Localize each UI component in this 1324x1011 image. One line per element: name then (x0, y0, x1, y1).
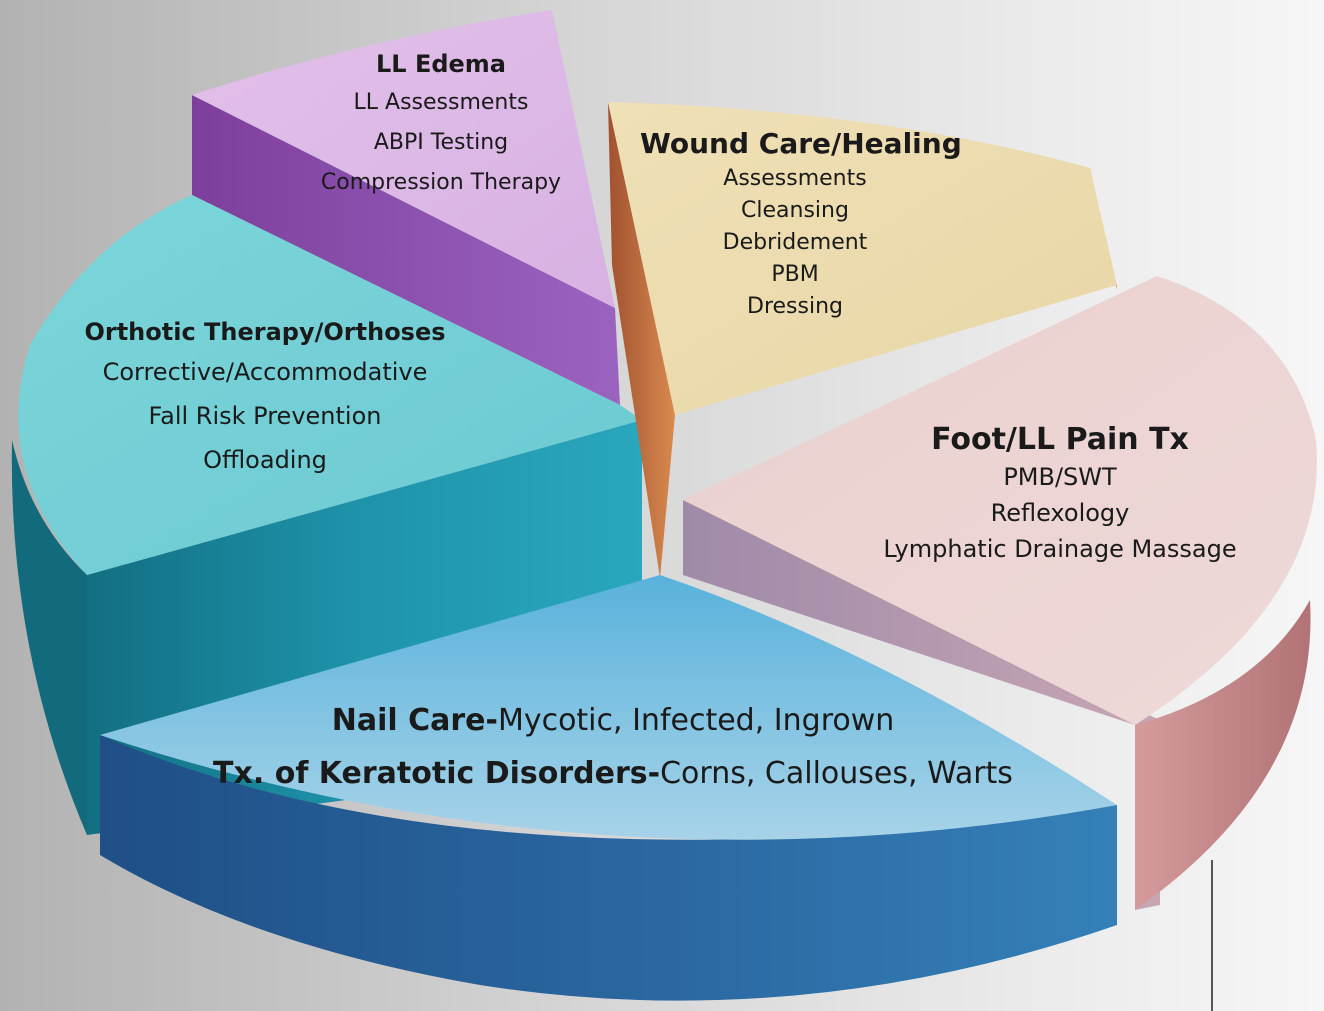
label-wound-care: Wound Care/Healing Assessments Cleansing… (640, 127, 962, 328)
foot-pain-item: Lymphatic Drainage Massage (883, 535, 1237, 563)
segment-orthotic-side (11, 440, 88, 835)
ll-edema-item: Compression Therapy (320, 170, 562, 195)
segment-wound-care-cut (608, 102, 675, 578)
segment-ll-edema-side (192, 95, 620, 405)
segment-nail-care-top (100, 575, 1117, 840)
segment-wound-care (608, 102, 1117, 578)
orthotic-item: Offloading (203, 446, 327, 474)
segment-foot-pain (683, 276, 1317, 910)
label-nail-care: Nail Care-Mycotic, Infected, Ingrown Tx.… (200, 706, 1026, 812)
segment-ll-edema (192, 10, 620, 405)
wound-care-item: PBM (771, 262, 819, 287)
segment-orthotic-top (18, 195, 642, 575)
segment-foot-pain-top (683, 276, 1317, 725)
foot-pain-title: Foot/LL Pain Tx (931, 422, 1189, 457)
nail-care-line: Nail Care-Mycotic, Infected, Ingrown (200, 706, 1026, 759)
segment-wound-care-top (608, 102, 1117, 415)
ll-edema-title: LL Edema (376, 50, 506, 78)
orthotic-title: Orthotic Therapy/Orthoses (84, 318, 446, 346)
foot-pain-item: Reflexology (990, 499, 1130, 527)
segment-nail-care-side (100, 735, 1117, 1001)
label-orthotic: Orthotic Therapy/Orthoses Corrective/Acc… (70, 320, 460, 492)
segment-foot-pain-cut (683, 500, 1160, 910)
wound-care-item: Cleansing (741, 198, 849, 223)
orthotic-item: Fall Risk Prevention (148, 402, 382, 430)
ll-edema-item: LL Assessments (353, 90, 529, 115)
segment-ll-edema-top (192, 10, 615, 308)
nail-care-detail: Mycotic, Infected, Ingrown (497, 703, 895, 738)
wound-care-item: Assessments (723, 166, 867, 191)
keratotic-line: Tx. of Keratotic Disorders-Corns, Callou… (200, 759, 1026, 812)
nail-care-heading: Nail Care- (331, 703, 498, 738)
segment-foot-pain-side (1135, 600, 1311, 910)
wound-care-item: Dressing (747, 294, 843, 319)
wound-care-item: Debridement (722, 230, 868, 255)
segment-nail-care (100, 575, 1117, 1001)
wound-care-title: Wound Care/Healing (640, 127, 962, 160)
orthotic-item: Corrective/Accommodative (102, 358, 428, 386)
foot-pain-item: PMB/SWT (1003, 463, 1117, 491)
label-ll-edema: LL Edema LL Assessments ABPI Testing Com… (296, 52, 586, 212)
label-foot-pain: Foot/LL Pain Tx PMB/SWT Reflexology Lymp… (860, 425, 1260, 573)
ll-edema-item: ABPI Testing (373, 130, 509, 155)
keratotic-heading: Tx. of Keratotic Disorders- (213, 756, 661, 791)
keratotic-detail: Corns, Callouses, Warts (660, 756, 1013, 791)
